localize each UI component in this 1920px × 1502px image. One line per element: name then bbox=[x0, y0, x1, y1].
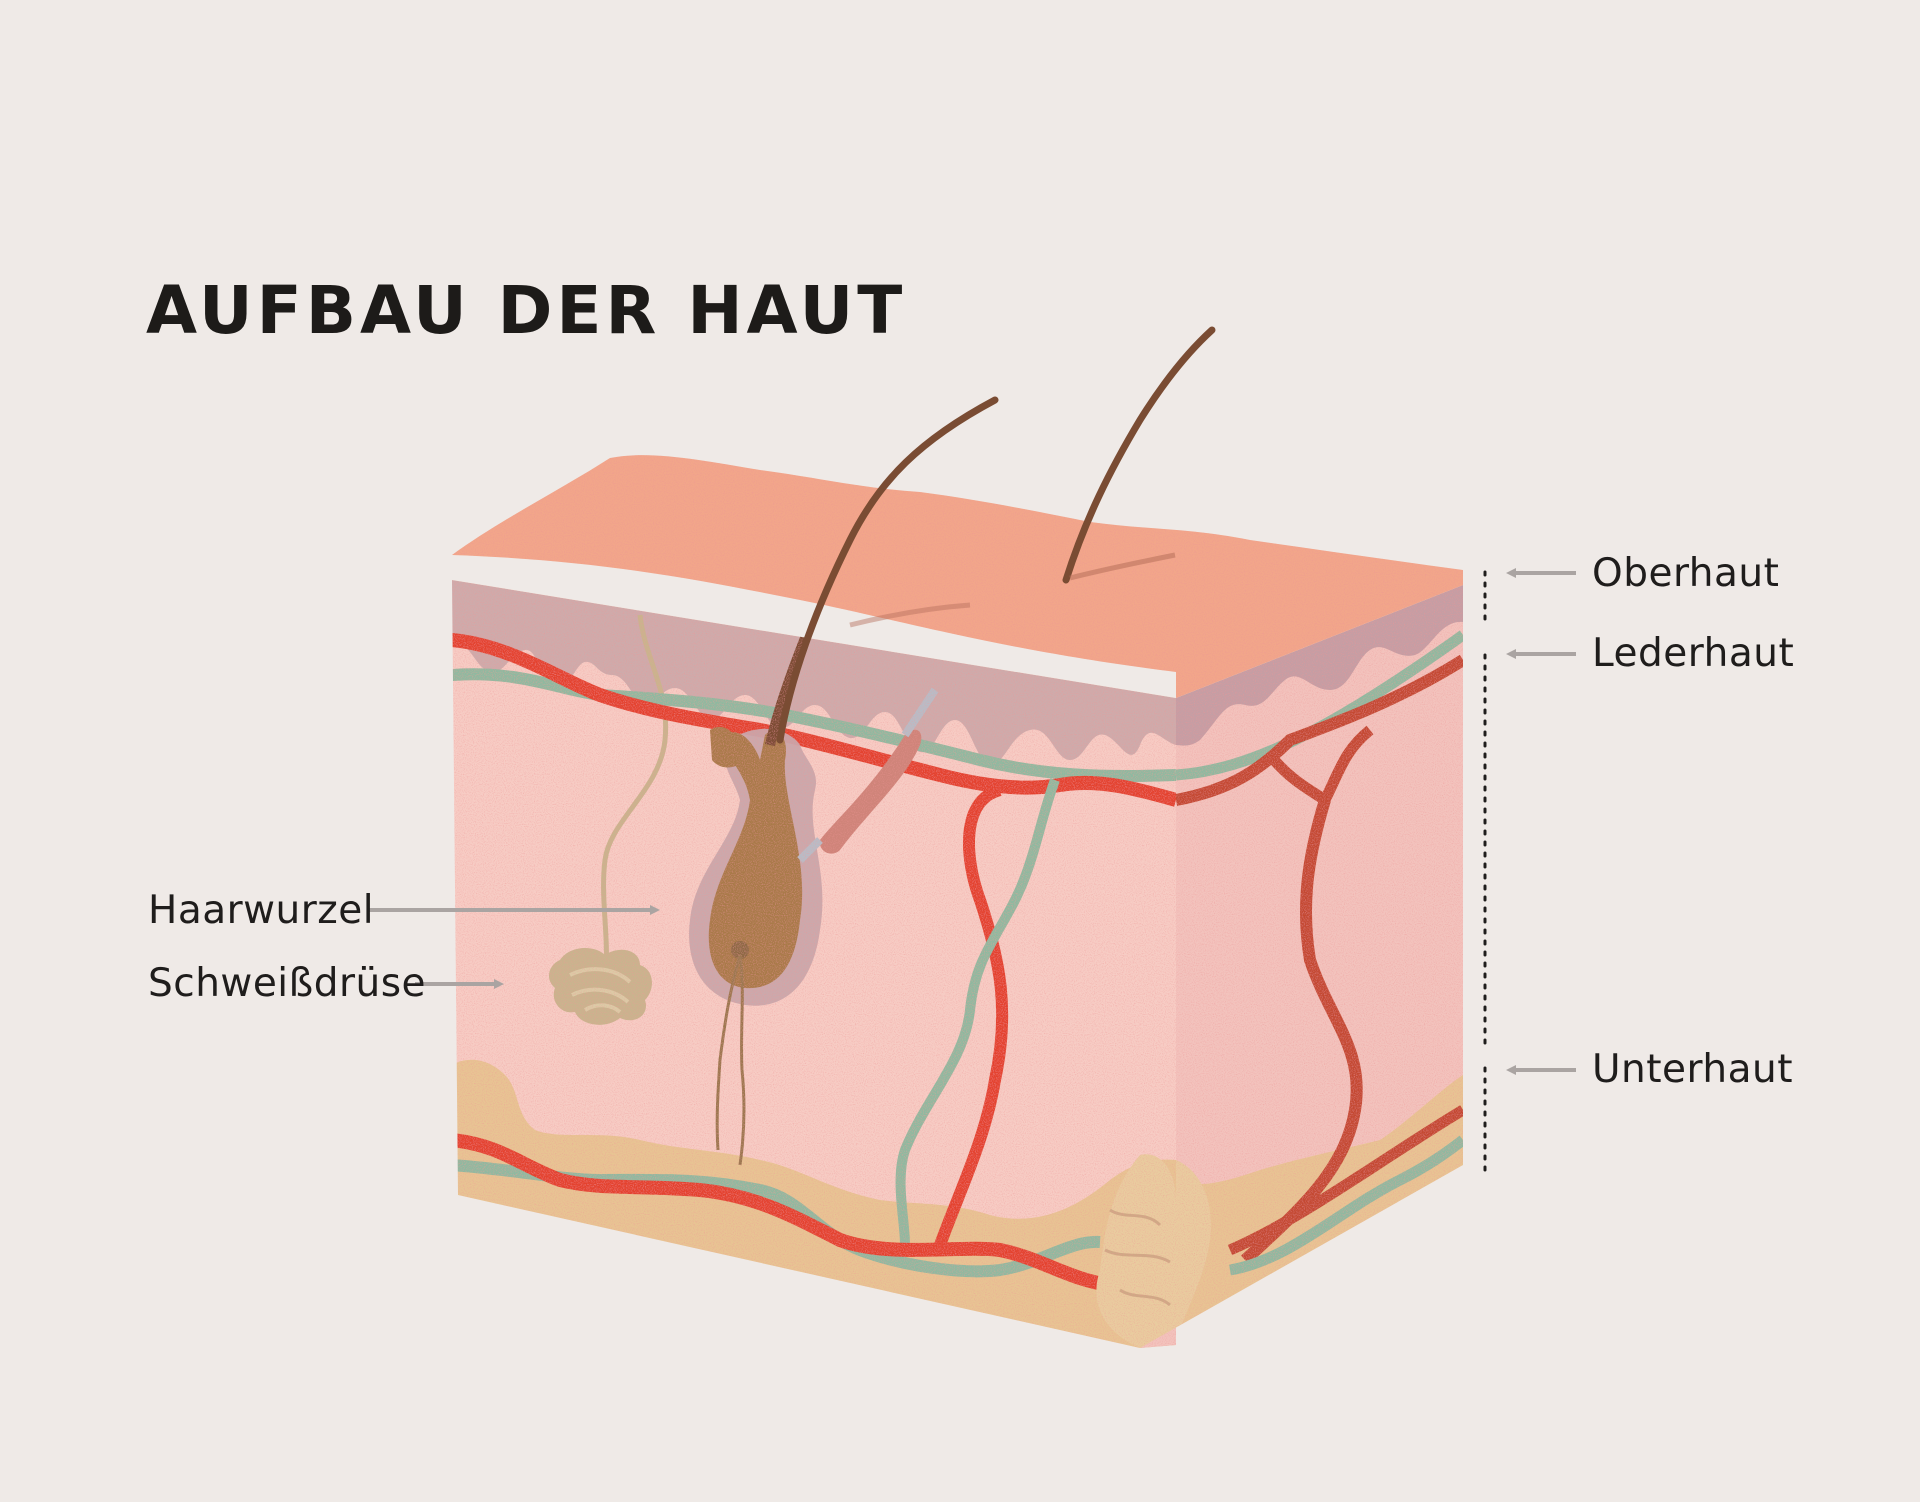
label-oberhaut: Oberhaut bbox=[1592, 551, 1780, 596]
hair-shaft-left bbox=[776, 396, 999, 744]
subcutis-layer-right bbox=[1176, 1075, 1463, 1345]
artery-right-lower bbox=[1227, 1105, 1463, 1256]
sweat-gland bbox=[548, 948, 652, 1025]
basal-layer-right bbox=[1176, 585, 1463, 746]
right-face bbox=[1140, 585, 1463, 1348]
artery-right bbox=[1174, 654, 1463, 806]
artery-lower bbox=[452, 1133, 1112, 1292]
label-lederhaut: Lederhaut bbox=[1592, 631, 1795, 676]
hair-shaft-right bbox=[1062, 326, 1216, 584]
vein-right-lower bbox=[1229, 1135, 1463, 1276]
hair-shadow-left bbox=[849, 602, 971, 628]
top-face-epidermis bbox=[452, 455, 1463, 698]
nerve bbox=[797, 687, 939, 863]
arrector-pili-muscle bbox=[819, 729, 922, 854]
label-schweissdruese: Schweißdrüse bbox=[148, 961, 427, 1006]
artery-vertical bbox=[934, 784, 1009, 1248]
sweat-duct bbox=[601, 614, 669, 981]
layer-arrows bbox=[368, 568, 1576, 1075]
label-haarwurzel: Haarwurzel bbox=[148, 888, 375, 933]
fat-lobule-right bbox=[1176, 1160, 1211, 1345]
page-title: AUFBAU DER HAUT bbox=[146, 272, 907, 349]
artery-right-descending bbox=[1240, 798, 1363, 1265]
hair-shadow-right bbox=[1069, 552, 1176, 581]
label-unterhaut: Unterhaut bbox=[1592, 1047, 1794, 1092]
hair-follicle bbox=[689, 726, 823, 1166]
vein-vertical bbox=[895, 778, 1060, 1246]
artery-right-branch bbox=[1265, 725, 1374, 809]
artery-upper bbox=[452, 633, 1176, 807]
basal-layer bbox=[452, 580, 1176, 765]
front-face bbox=[452, 580, 1176, 1348]
